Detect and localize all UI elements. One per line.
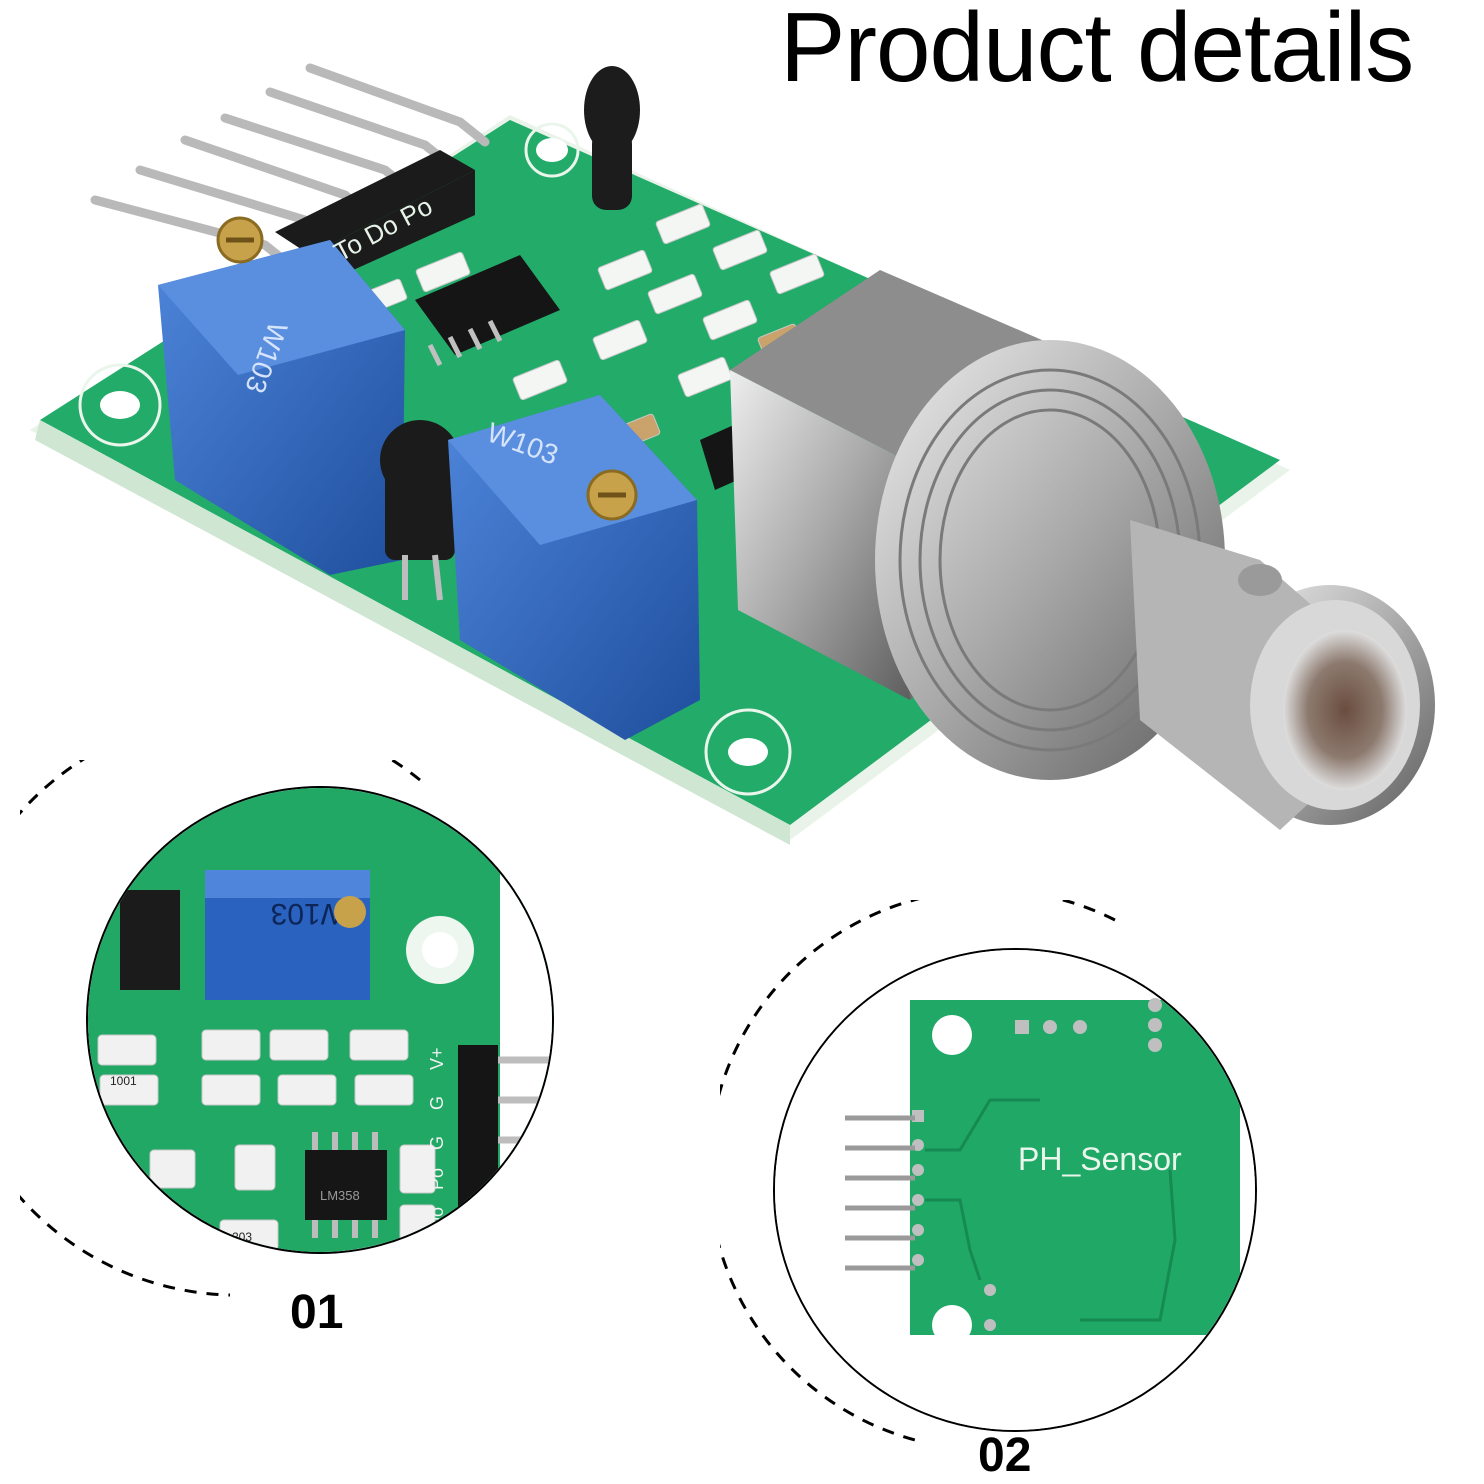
transistor <box>380 420 460 601</box>
detail1-pin-do: Do <box>427 1207 447 1230</box>
potentiometer-right: W103 <box>448 395 700 740</box>
mounting-holes <box>78 122 792 796</box>
detail1-opamp-marking: LM358 <box>320 1188 360 1203</box>
ph-sensor-module-photo: W103 W103 To Do Po <box>30 63 1435 845</box>
bnc-connector <box>730 270 1435 830</box>
detail1-pin-g2: G <box>427 1136 447 1150</box>
detail2-board-text: PH_Sensor <box>1018 1141 1182 1177</box>
detail-circle-01: W103 1001 203 LM358 V+ <box>20 760 554 1297</box>
detail-circle-02: PH_Sensor <box>720 900 1257 1442</box>
pin-header-block <box>275 150 475 285</box>
detail1-resistor-code: 1001 <box>110 1074 137 1088</box>
detail-label-02: 02 <box>978 1429 1032 1482</box>
page-title: Product details <box>780 0 1414 102</box>
detail1-pin-g1: G <box>427 1096 447 1110</box>
potentiometer-left: W103 <box>158 216 405 575</box>
thermistor <box>584 66 640 210</box>
detail1-pin-po: Po <box>427 1168 447 1190</box>
detail-label-01: 01 <box>290 1286 344 1339</box>
opamp-chip <box>415 255 560 367</box>
detail1-pin-vplus: V+ <box>427 1047 447 1070</box>
